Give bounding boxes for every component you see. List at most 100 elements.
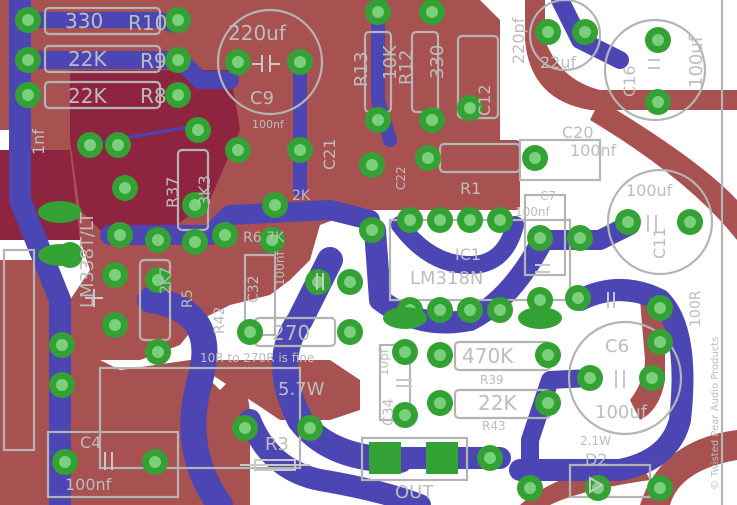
label-c32-value: 100nf — [273, 250, 287, 286]
pads-layer — [15, 0, 703, 501]
trace-left-vertical — [9, 0, 71, 505]
pad-hole — [542, 349, 554, 361]
pad-hole — [22, 54, 34, 66]
component-symbols — [85, 55, 660, 494]
r10-outline — [43, 6, 162, 36]
pad-hole — [372, 114, 384, 126]
pad-hole — [434, 214, 446, 226]
pad-hole — [294, 144, 306, 156]
oval-pad — [518, 307, 562, 329]
pad-hole — [434, 349, 446, 361]
label-c9-value: 220uf — [228, 21, 287, 45]
pad-hole — [652, 96, 664, 108]
pad-hole — [152, 234, 164, 246]
pad-hole — [172, 54, 184, 66]
pad-hole — [22, 14, 34, 26]
cross-marker-1 — [85, 289, 103, 307]
pad-hole — [149, 456, 161, 468]
label-c22: C22 — [394, 166, 408, 190]
label-c16: C16 — [620, 65, 639, 97]
c16-outline — [603, 18, 707, 122]
pad-hole — [426, 6, 438, 18]
label-r12: R12 — [396, 50, 417, 85]
pad-hole — [426, 114, 438, 126]
label-c20-value: 100nf — [570, 141, 617, 160]
label-r12-value: 10K — [380, 44, 401, 80]
c20-symbol — [607, 292, 615, 308]
trace-r9-r8 — [16, 51, 239, 89]
label-r42: R42 — [212, 306, 228, 334]
d2-symbol — [589, 476, 604, 494]
trace-ic-top — [391, 216, 524, 274]
label-r-top-value: 330 — [65, 9, 103, 33]
label-credit: © Twisted Pear Audio Products — [710, 337, 721, 490]
pad-hole — [244, 326, 256, 338]
pad-hole — [494, 304, 506, 316]
label-r1: R1 — [460, 179, 481, 198]
r3-symbol — [240, 459, 310, 471]
c6-polarity-symbol — [615, 370, 625, 388]
label-r2k7: 2K7 — [158, 267, 174, 294]
pad-hole — [114, 229, 126, 241]
label-r9: R9 — [140, 49, 167, 73]
label-note: 10R to 270R is fine — [200, 351, 314, 365]
square-pad — [426, 442, 458, 474]
label-r39-value: 470K — [462, 344, 514, 368]
label-c6: C6 — [605, 336, 629, 357]
label-r3: R3 — [265, 434, 289, 455]
pad-hole — [304, 422, 316, 434]
c7-symbol — [535, 264, 550, 273]
pad-hole — [239, 422, 251, 434]
r8-outline — [43, 80, 162, 110]
pad-hole — [399, 346, 411, 358]
pad-hole — [404, 214, 416, 226]
pad-hole — [232, 56, 244, 68]
label-c4-value: 100nf — [65, 475, 112, 494]
pad-hole — [622, 216, 634, 228]
label-c34: C34 — [381, 398, 397, 426]
pad-hole — [646, 372, 658, 384]
label-r39: R39 — [480, 373, 504, 387]
pad-hole — [56, 379, 68, 391]
pad-hole — [684, 216, 696, 228]
c9-polarity-symbol — [252, 55, 280, 72]
pad-hole — [219, 229, 231, 241]
lm-regulator-outline — [2, 248, 36, 452]
label-lm-vertical: LM338T/LT — [77, 211, 98, 308]
label-c4: C4 — [80, 433, 101, 452]
label-c12-value: 220pf — [509, 17, 528, 64]
label-c7: C7 — [540, 189, 556, 203]
pad-hole — [572, 292, 584, 304]
label-c21-value: 100nf — [252, 118, 285, 131]
label-c32: C32 — [246, 275, 262, 303]
labels-layer: 330 R10 22K R9 22K R8 220uf C9 100nf C21… — [29, 9, 721, 503]
label-c12: C12 — [475, 84, 494, 116]
pad-hole — [574, 232, 586, 244]
label-c22uf: 22uf — [540, 53, 577, 72]
label-r43: R43 — [482, 419, 506, 433]
out-connector-outline — [360, 436, 469, 482]
label-d2-rating: 2.1W — [580, 434, 611, 448]
pad-hole — [464, 102, 476, 114]
label-c100uf: 100uf — [626, 181, 673, 200]
pad-hole — [232, 144, 244, 156]
label-c6-value: 100uf — [595, 402, 648, 423]
label-c20: C20 — [562, 123, 594, 142]
label-c16-value: 100uf — [686, 35, 707, 88]
label-r10: R10 — [128, 11, 167, 35]
pad-hole — [172, 89, 184, 101]
pad-hole — [192, 124, 204, 136]
label-c11: C11 — [650, 227, 669, 259]
pad-hole — [109, 319, 121, 331]
trace-ic-left — [100, 200, 380, 245]
oval-pad — [38, 201, 82, 223]
c20-outline — [518, 138, 602, 182]
label-d2: D2 — [585, 450, 608, 469]
label-r330: 330 — [427, 45, 448, 79]
pad-hole — [366, 224, 378, 236]
pad-hole — [189, 199, 201, 211]
copper-trace-right-top — [525, 0, 737, 110]
pad-hole — [524, 482, 536, 494]
label-r8-value: 22K — [68, 84, 107, 108]
